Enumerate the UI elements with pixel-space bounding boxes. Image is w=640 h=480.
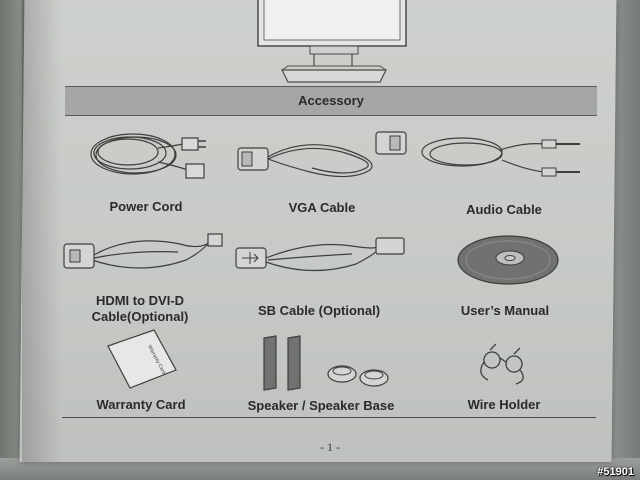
section-title: Accessory xyxy=(298,93,364,108)
monitor-illustration xyxy=(257,0,407,83)
warranty-card-icon: Warranty Card xyxy=(107,329,177,389)
item-label-users-manual: User’s Manual xyxy=(460,303,550,318)
audio-cable-icon xyxy=(421,137,580,177)
item-label-power-cord: Power Cord xyxy=(109,199,183,214)
usb-cable-icon xyxy=(235,237,405,272)
table-surface-right xyxy=(612,0,640,480)
page-number: - 1 - xyxy=(320,440,340,454)
item-label-wire-holder: Wire Holder xyxy=(467,397,541,412)
speaker-icon xyxy=(263,335,389,391)
item-label-usb-cable: SB Cable (Optional) xyxy=(257,303,381,318)
item-label-vga-cable: VGA Cable xyxy=(288,200,356,215)
item-label-speaker: Speaker / Speaker Base xyxy=(247,398,395,413)
item-label-hdmi-dvi-line2: Cable(Optional) xyxy=(91,309,189,324)
section-header-bar: Accessory xyxy=(65,86,597,116)
item-label-hdmi-dvi-line1: HDMI to DVI-D xyxy=(95,293,185,308)
photo-watermark: #51901 xyxy=(597,466,634,478)
item-label-warranty-card: Warranty Card xyxy=(96,397,186,412)
hdmi-dvi-cable-icon xyxy=(63,233,223,269)
table-surface-bottom xyxy=(0,458,640,480)
wire-holder-icon xyxy=(480,343,524,385)
item-label-audio-cable: Audio Cable xyxy=(466,202,542,217)
footer-divider xyxy=(62,417,596,418)
power-cord-icon xyxy=(90,133,206,179)
disc-icon xyxy=(457,235,559,285)
page-binding-shadow xyxy=(22,0,62,462)
vga-cable-icon xyxy=(237,131,407,178)
